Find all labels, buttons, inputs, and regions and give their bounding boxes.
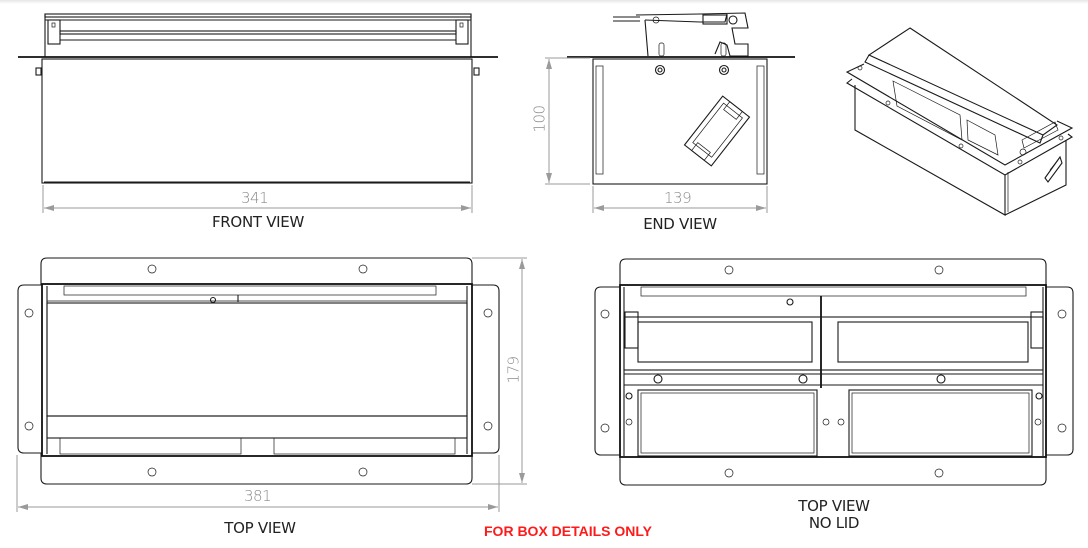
end-width-dimension: 139: [664, 189, 692, 207]
end-height-dimension: 100: [530, 105, 549, 133]
front-view-label: FRONT VIEW: [211, 213, 304, 231]
end-view-label: END VIEW: [643, 215, 717, 233]
box-details-note: FOR BOX DETAILS ONLY: [484, 523, 653, 539]
top-view-no-lid-drawing: [594, 258, 1074, 486]
top-view-no-lid-label-line2: NO LID: [808, 514, 860, 532]
front-view-drawing: [18, 13, 498, 213]
isometric-view-drawing: [845, 27, 1074, 216]
top-view-no-lid-label-line1: TOP VIEW: [798, 497, 870, 515]
front-width-dimension: 341: [241, 189, 269, 207]
top-width-dimension: 381: [244, 487, 272, 505]
top-view-drawing: [16, 257, 527, 512]
top-height-dimension: 179: [504, 356, 523, 384]
window-top-edge: [0, 0, 1088, 4]
end-view-drawing: [545, 12, 795, 213]
top-view-label: TOP VIEW: [224, 519, 296, 537]
